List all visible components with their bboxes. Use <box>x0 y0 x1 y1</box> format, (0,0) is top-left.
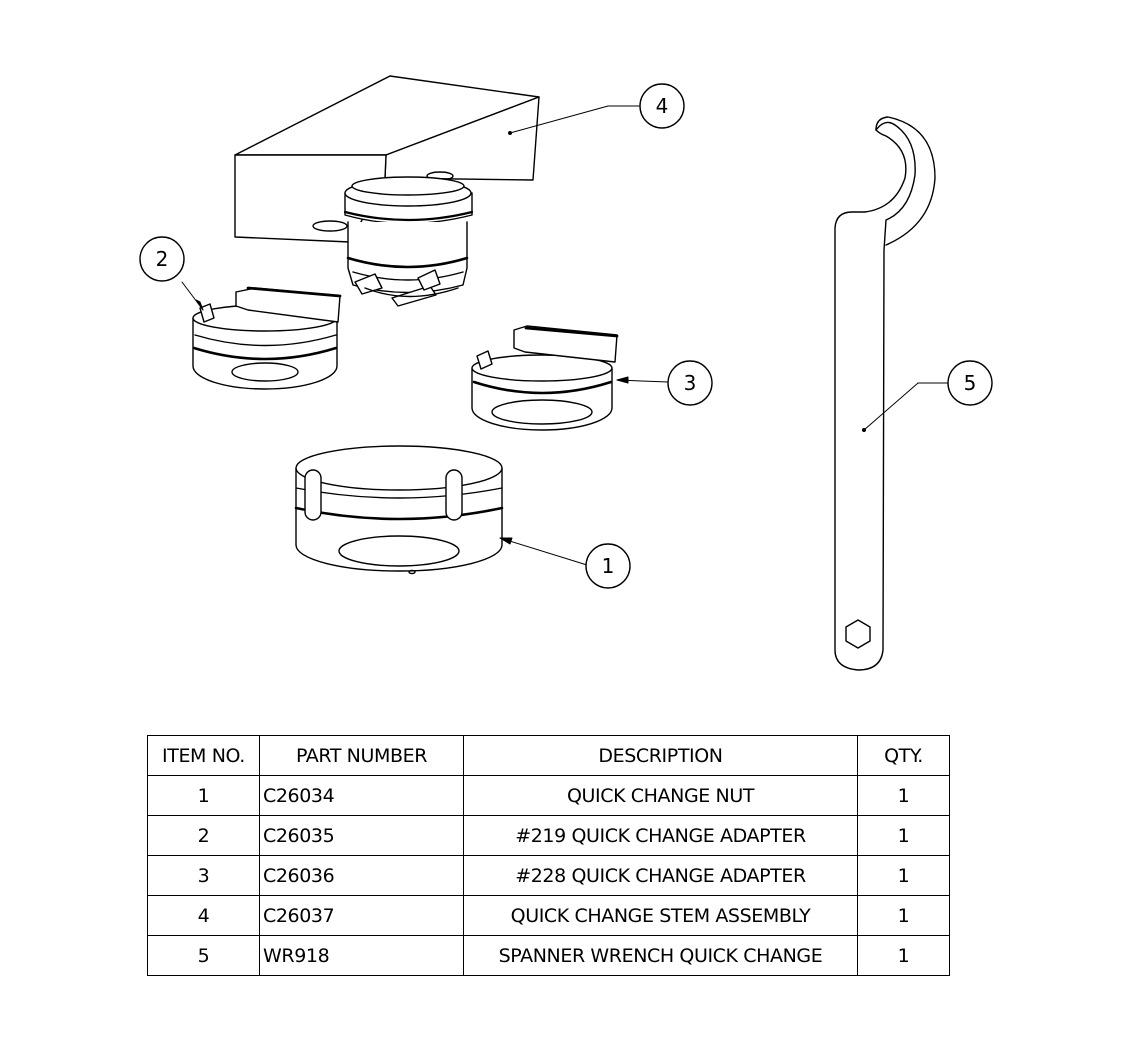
cell-description: QUICK CHANGE STEM ASSEMBLY <box>463 895 858 936</box>
cell-part: WR918 <box>259 935 464 976</box>
cell-qty: 1 <box>857 775 950 816</box>
header-part-number: PART NUMBER <box>259 735 464 776</box>
exploded-assembly-drawing: 4 2 3 5 1 <box>139 75 993 671</box>
cell-description: QUICK CHANGE NUT <box>463 775 858 816</box>
cell-description: #219 QUICK CHANGE ADAPTER <box>463 815 858 856</box>
part-1-nut <box>294 445 504 575</box>
table-row: 4 C26037 QUICK CHANGE STEM ASSEMBLY 1 <box>147 895 950 936</box>
cell-part: C26036 <box>259 855 464 896</box>
callout-leaders <box>181 105 949 566</box>
callout-3-label: 3 <box>684 371 697 395</box>
header-item-no: ITEM NO. <box>147 735 260 776</box>
callout-4-label: 4 <box>656 94 669 118</box>
cell-qty: 1 <box>857 855 950 896</box>
callout-2: 2 <box>139 236 185 282</box>
cell-part: C26034 <box>259 775 464 816</box>
cell-qty: 1 <box>857 895 950 936</box>
callout-4: 4 <box>639 83 685 129</box>
cell-qty: 1 <box>857 815 950 856</box>
table-header-row: ITEM NO. PART NUMBER DESCRIPTION QTY. <box>147 735 950 776</box>
cell-item: 3 <box>147 855 260 896</box>
header-qty: QTY. <box>857 735 950 776</box>
callout-5-label: 5 <box>964 371 977 395</box>
table-row: 1 C26034 QUICK CHANGE NUT 1 <box>147 775 950 816</box>
cell-description: SPANNER WRENCH QUICK CHANGE <box>463 935 858 976</box>
cell-qty: 1 <box>857 935 950 976</box>
part-5-spanner-wrench <box>834 116 936 671</box>
cell-item: 1 <box>147 775 260 816</box>
callout-3: 3 <box>667 360 713 406</box>
bill-of-materials-table: ITEM NO. PART NUMBER DESCRIPTION QTY. 1 … <box>147 735 950 976</box>
table-row: 3 C26036 #228 QUICK CHANGE ADAPTER 1 <box>147 855 950 896</box>
part-3-adapter-228 <box>471 325 619 431</box>
cell-part: C26037 <box>259 895 464 936</box>
cell-description: #228 QUICK CHANGE ADAPTER <box>463 855 858 896</box>
callout-1-label: 1 <box>602 554 615 578</box>
table-row: 2 C26035 #219 QUICK CHANGE ADAPTER 1 <box>147 815 950 856</box>
callout-1: 1 <box>585 543 631 589</box>
callout-5: 5 <box>947 360 993 406</box>
header-description: DESCRIPTION <box>463 735 858 776</box>
callout-2-label: 2 <box>156 247 169 271</box>
cell-item: 4 <box>147 895 260 936</box>
table-row: 5 WR918 SPANNER WRENCH QUICK CHANGE 1 <box>147 935 950 976</box>
cell-item: 2 <box>147 815 260 856</box>
part-4-stem-assembly <box>234 75 540 307</box>
cell-part: C26035 <box>259 815 464 856</box>
cell-item: 5 <box>147 935 260 976</box>
part-2-adapter-219 <box>192 286 342 390</box>
